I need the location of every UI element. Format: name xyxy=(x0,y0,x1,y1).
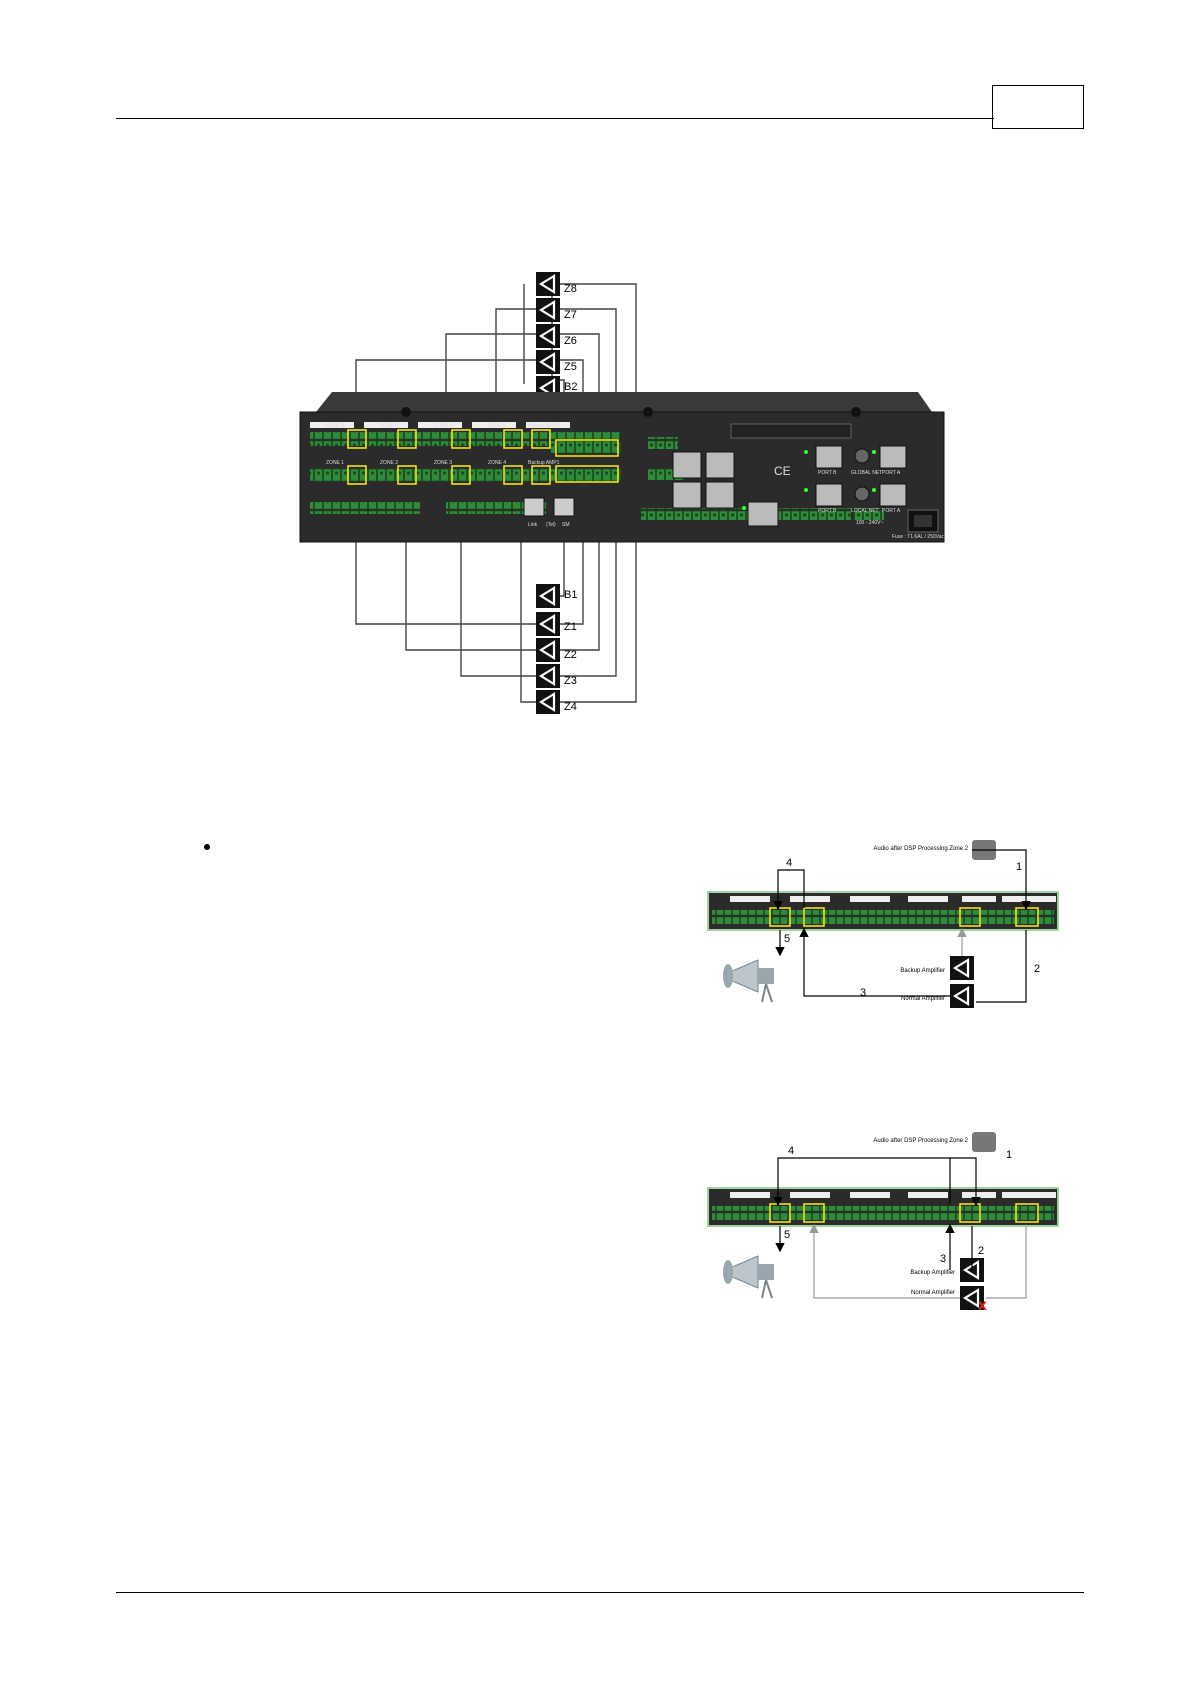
svg-text:ZONE 8: ZONE 8 xyxy=(488,423,506,429)
backup-amp-label: Backup Amplifier xyxy=(910,1270,955,1276)
svg-text:PORT B: PORT B xyxy=(818,508,837,514)
speaker-z3: Z3 xyxy=(536,664,577,688)
svg-text:Backup AMP2: Backup AMP2 xyxy=(528,423,560,429)
horn-speaker-icon xyxy=(723,959,774,1003)
svg-text:ZONE 2: ZONE 2 xyxy=(380,460,398,466)
svg-text:Z5: Z5 xyxy=(564,361,577,373)
svg-text:5: 5 xyxy=(784,933,790,945)
svg-text:1: 1 xyxy=(1006,1149,1012,1161)
svg-text:Fuse : T1.6AL / 250Vac: Fuse : T1.6AL / 250Vac xyxy=(892,534,944,540)
svg-text:ZONE 6: ZONE 6 xyxy=(380,423,398,429)
svg-text:ZONE 1: ZONE 1 xyxy=(326,460,344,466)
audio-source-label: Audio after DSP Processing Zone 2 xyxy=(873,1138,968,1144)
svg-text:5: 5 xyxy=(784,1229,790,1241)
svg-text:Backup AMP1: Backup AMP1 xyxy=(528,460,560,466)
svg-text:B1: B1 xyxy=(564,589,577,601)
horn-speaker-icon xyxy=(723,1255,774,1299)
backup-amp-label: Backup Amplifier xyxy=(900,968,945,974)
svg-text:3: 3 xyxy=(940,1253,946,1265)
speaker-z2: Z2 xyxy=(536,638,577,662)
speaker-z8: Z8 xyxy=(536,272,577,296)
svg-text:Z3: Z3 xyxy=(564,675,577,687)
footer-rule xyxy=(116,1592,1084,1593)
svg-text:2: 2 xyxy=(1034,963,1040,975)
svg-text:PORT A: PORT A xyxy=(882,508,901,514)
svg-text:(Tel): (Tel) xyxy=(546,522,556,528)
svg-text:100 - 240V~: 100 - 240V~ xyxy=(856,520,883,526)
svg-text:Z7: Z7 xyxy=(564,309,577,321)
svg-text:Z2: Z2 xyxy=(564,649,577,661)
speaker-z4: Z4 xyxy=(536,690,577,714)
normal-amp-label: Normal Amplifier xyxy=(901,996,945,1002)
svg-text:Z6: Z6 xyxy=(564,335,577,347)
failure-mark: x xyxy=(978,1297,987,1314)
svg-text:1: 1 xyxy=(1016,861,1022,873)
svg-text:Link: Link xyxy=(528,522,538,528)
speaker-z6: Z6 xyxy=(536,324,577,348)
svg-text:ZONE 8: ZONE 8 xyxy=(326,423,344,429)
page-number-box xyxy=(992,85,1084,129)
zone-labels-bottom: ZONE 1 ZONE 2 ZONE 3 ZONE 4 Backup AMP1 xyxy=(326,460,560,466)
highlight-boxes xyxy=(347,429,619,485)
svg-text:ZONE 4: ZONE 4 xyxy=(488,460,506,466)
svg-text:GLOBAL NET: GLOBAL NET xyxy=(851,470,882,476)
svg-text:Z8: Z8 xyxy=(564,283,577,295)
svg-text:2: 2 xyxy=(978,1245,984,1257)
svg-text:Z1: Z1 xyxy=(564,621,577,633)
backup-operation-diagram: x Backup Amplifier Normal Amplifier Audi… xyxy=(707,1132,1059,1314)
svg-text:B2: B2 xyxy=(564,381,577,393)
wiring-diagram: Z8 Z7 Z6 Z5 B2 ZONE 8 ZONE 6 ZONE 7 xyxy=(299,272,945,714)
device-rear-panel: ZONE 8 ZONE 6 ZONE 7 ZONE 8 Backup AMP2 … xyxy=(299,392,945,543)
speaker-z1: Z1 xyxy=(536,612,577,636)
svg-text:SM: SM xyxy=(562,522,570,528)
zone-labels-top: ZONE 8 ZONE 6 ZONE 7 ZONE 8 Backup AMP2 xyxy=(326,423,560,429)
svg-text:PORT A: PORT A xyxy=(882,470,901,476)
normal-amp-label: Normal Amplifier xyxy=(911,1290,955,1296)
svg-text:CE: CE xyxy=(774,464,791,478)
audio-source-label: Audio after DSP Processing Zone 2 xyxy=(873,846,968,852)
speaker-z5: Z5 xyxy=(536,350,577,374)
svg-text:4: 4 xyxy=(786,857,792,869)
svg-text:PORT B: PORT B xyxy=(818,470,837,476)
list-bullet xyxy=(204,844,210,850)
svg-text:4: 4 xyxy=(788,1145,794,1157)
normal-operation-diagram: Backup Amplifier Normal Amplifier Audio … xyxy=(707,840,1059,1008)
svg-text:Z4: Z4 xyxy=(564,701,577,713)
speaker-z7: Z7 xyxy=(536,298,577,322)
svg-text:LOCAL NET: LOCAL NET xyxy=(851,508,879,514)
svg-text:ZONE 7: ZONE 7 xyxy=(434,423,452,429)
svg-text:3: 3 xyxy=(860,987,866,999)
speaker-b2: B2 xyxy=(536,376,577,400)
speaker-b1: B1 xyxy=(536,584,577,608)
svg-text:ZONE 3: ZONE 3 xyxy=(434,460,452,466)
header-rule xyxy=(116,118,994,119)
rj-ports xyxy=(523,445,907,527)
